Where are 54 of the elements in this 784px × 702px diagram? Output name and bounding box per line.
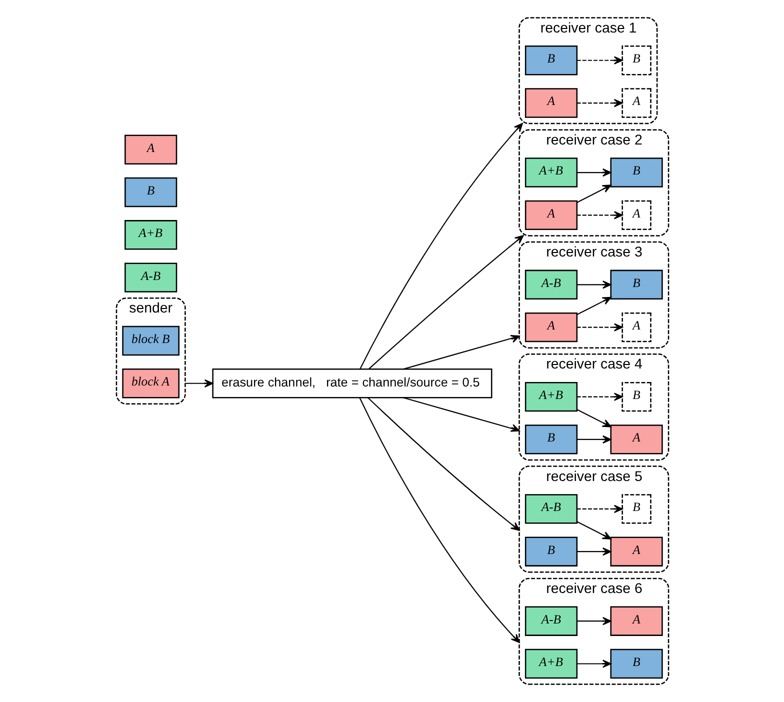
arrow: [576, 409, 611, 428]
arrow: [576, 617, 611, 626]
node-box: A: [610, 606, 662, 636]
node-box: B: [621, 46, 651, 76]
arrow: [576, 98, 622, 108]
arrow: [576, 435, 611, 444]
node-box: A: [621, 200, 651, 230]
node-box: A+B: [524, 158, 578, 188]
node-box: A-B: [524, 270, 578, 300]
node-box: block B: [122, 326, 179, 356]
arrow: [184, 379, 213, 388]
arrow: [576, 660, 611, 668]
node-box: A+B: [124, 220, 177, 250]
node-box: A+B: [524, 648, 578, 679]
node-box: A: [610, 424, 662, 454]
node-box: block A: [122, 368, 179, 398]
node-box: A: [621, 88, 651, 118]
node-box: B: [610, 158, 662, 188]
arrow: [368, 235, 524, 370]
node-box: B: [524, 46, 578, 76]
node-box: B: [621, 382, 651, 412]
arrow: [576, 323, 622, 332]
node-box: A: [524, 312, 578, 342]
arrow: [359, 123, 522, 370]
node-box: B: [524, 536, 578, 566]
node-box: A: [610, 536, 662, 566]
arrow: [576, 392, 622, 401]
node-box: erasure channel, rate = channel/source = 0.5: [212, 368, 492, 398]
node-box: A-B: [124, 262, 177, 292]
node-box: B: [610, 270, 662, 300]
node-box: B: [621, 494, 651, 524]
arrow: [576, 296, 611, 316]
node-box: A-B: [524, 606, 578, 636]
node-box: A+B: [524, 382, 578, 412]
arrow: [576, 548, 611, 556]
arrow: [576, 184, 611, 203]
node-box: A: [524, 200, 578, 230]
node-box: B: [124, 177, 177, 208]
arrow: [402, 397, 520, 432]
arrow: [576, 168, 611, 177]
arrow: [366, 397, 520, 531]
node-box: B: [610, 648, 662, 679]
node-box: A: [524, 88, 578, 118]
arrow: [576, 521, 611, 540]
node-box: A-B: [524, 494, 578, 524]
node-box: A: [621, 312, 651, 342]
arrow: [402, 335, 520, 370]
arrow: [576, 280, 611, 289]
arrow: [358, 397, 520, 643]
node-box: B: [524, 424, 578, 454]
arrow: [576, 504, 622, 514]
arrow: [576, 211, 622, 220]
node-box: A: [124, 134, 177, 164]
arrow: [576, 56, 622, 64]
